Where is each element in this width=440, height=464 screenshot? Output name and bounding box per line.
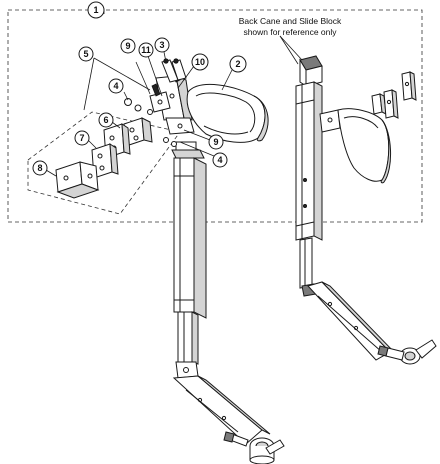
callout-8-label: 8 — [37, 163, 42, 173]
callout-6: 6 — [98, 112, 114, 128]
left-back-cane — [171, 141, 285, 464]
callout-6-label: 6 — [103, 115, 108, 125]
reference-note-line1: Back Cane and Slide Block — [239, 16, 342, 26]
callout-4b: 4 — [212, 152, 228, 168]
callout-4a-label: 4 — [113, 81, 118, 91]
callout-2-label: 2 — [235, 59, 240, 69]
right-back-cane — [295, 55, 437, 365]
callout-1-label: 1 — [93, 5, 98, 15]
callout-1: 1 — [87, 1, 105, 19]
reference-brackets — [371, 71, 417, 119]
callout-7: 7 — [74, 130, 90, 146]
hardware-kit-boundary — [27, 111, 181, 215]
assembly-boundary — [7, 9, 423, 223]
callout-9b-label: 9 — [213, 137, 218, 147]
callout-2: 2 — [229, 55, 247, 73]
callout-10: 10 — [191, 53, 209, 71]
callout-9a-label: 9 — [125, 41, 130, 51]
callout-10-label: 10 — [195, 57, 205, 67]
callout-9b: 9 — [208, 134, 224, 150]
callout-7-label: 7 — [79, 133, 84, 143]
callout-11: 11 — [138, 42, 154, 58]
callout-5-label: 5 — [83, 49, 88, 59]
reference-note-line2: shown for reference only — [243, 27, 337, 37]
callout-4a: 4 — [108, 78, 124, 94]
callout-3-label: 3 — [159, 40, 164, 50]
hardware-nuts — [124, 98, 177, 147]
callout-9a: 9 — [120, 38, 136, 54]
callout-leaders — [45, 10, 303, 177]
callout-3: 3 — [154, 37, 170, 53]
lateral-pad — [186, 84, 269, 143]
callout-4b-label: 4 — [217, 155, 222, 165]
bracket-8 — [55, 161, 100, 199]
screw-set — [161, 58, 187, 83]
callout-11-label: 11 — [141, 45, 151, 55]
callout-5: 5 — [78, 46, 94, 62]
reference-lateral-pad — [337, 108, 392, 184]
reference-note: Back Cane and Slide Block shown for refe… — [239, 16, 342, 37]
callout-8: 8 — [32, 160, 48, 176]
